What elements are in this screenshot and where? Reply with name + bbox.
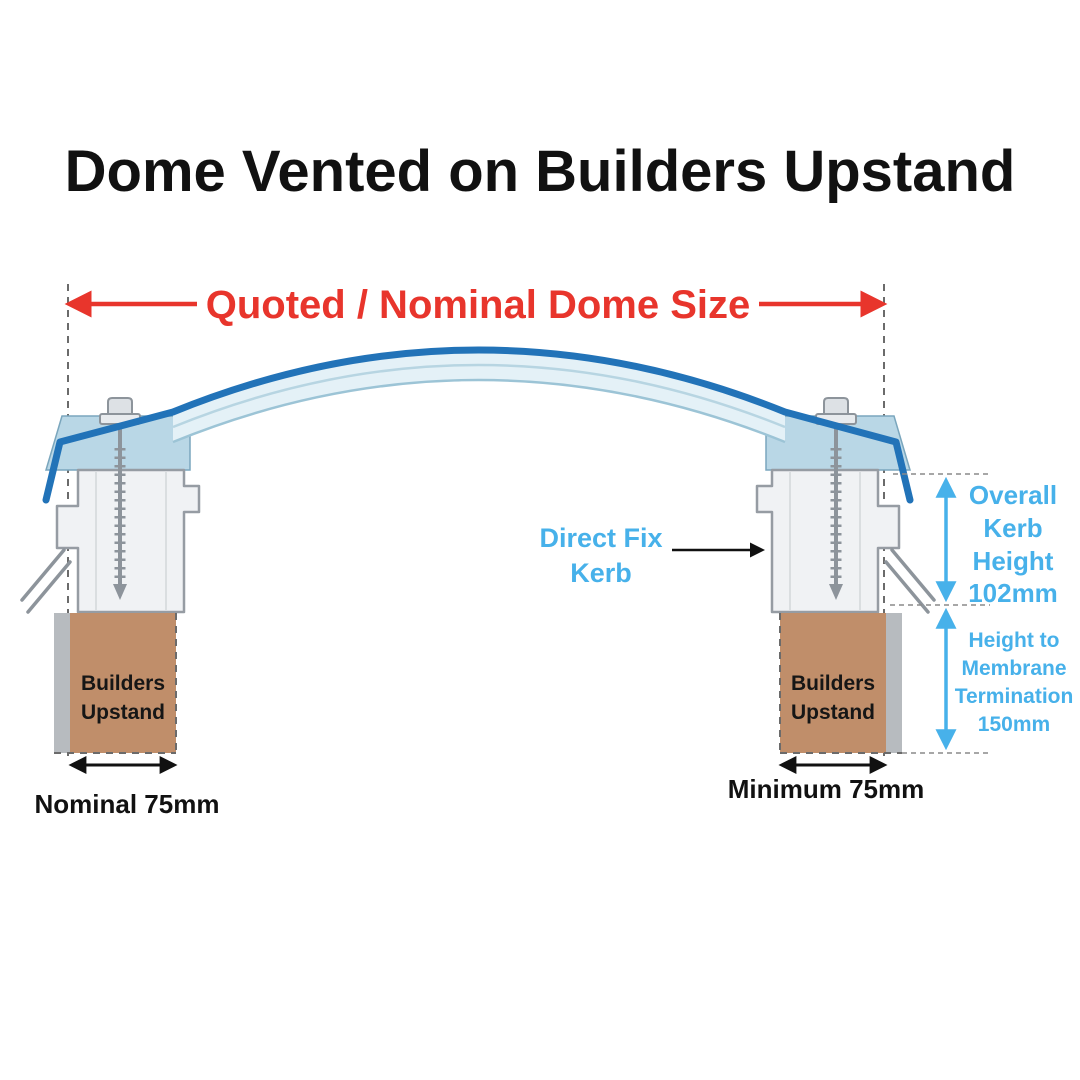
upstand-block-right: [780, 613, 886, 753]
dim-quoted-dome-size: Quoted / Nominal Dome Size: [64, 282, 888, 327]
membrane-termination-label-line: Termination: [955, 685, 1074, 708]
builders-upstand-right: Builders Upstand: [779, 613, 902, 754]
membrane-strip-left: [54, 613, 70, 753]
overall-kerb-height-label-line: Kerb: [983, 513, 1042, 543]
direct-fix-kerb-label-line-1: Direct Fix: [539, 523, 662, 553]
membrane-termination-label-line: Membrane: [961, 657, 1066, 680]
upstand-label-line: Builders: [81, 672, 165, 695]
dome-outline: [42, 346, 914, 504]
membrane-termination-label-line: 150mm: [978, 713, 1050, 736]
flashing-right: [884, 560, 930, 614]
membrane-strip-right: [886, 613, 902, 753]
page-title: Dome Vented on Builders Upstand: [64, 139, 1016, 204]
upstand-label-line: Upstand: [81, 701, 165, 724]
kerb-body-left: [55, 468, 201, 614]
flashing-right: [890, 548, 936, 602]
upstand-label-line: Upstand: [791, 701, 875, 724]
upstand-block-left: [70, 613, 176, 753]
quoted-dome-size-label: Quoted / Nominal Dome Size: [206, 283, 751, 327]
overall-kerb-height-label-line: Height: [973, 546, 1054, 576]
dome: [42, 346, 914, 504]
height-dimensions: Overall Kerb Height 102mm Height to Memb…: [890, 473, 1074, 754]
glazing-band: [173, 350, 785, 442]
flashing-left: [20, 548, 66, 602]
direct-fix-kerb-callout: Direct Fix Kerb: [539, 523, 765, 588]
direct-fix-kerb-label-line-2: Kerb: [570, 558, 632, 588]
kerb-body-right: [755, 468, 901, 614]
width-dimensions: Nominal 75mm Minimum 75mm: [35, 756, 925, 819]
builders-upstand-left: Builders Upstand: [54, 613, 177, 754]
glazing-layer-line: [172, 363, 786, 429]
nominal-width-label: Nominal 75mm: [35, 789, 220, 819]
overall-kerb-height-label-line: Overall: [969, 480, 1057, 510]
upstand-label-line: Builders: [791, 672, 875, 695]
membrane-termination-label-line: Height to: [969, 629, 1060, 652]
kerb-assembly-left: [20, 397, 201, 614]
minimum-width-label: Minimum 75mm: [728, 774, 925, 804]
flashing-left: [26, 560, 72, 614]
glazing-layer-line: [172, 378, 786, 444]
kerb-assembly-right: [755, 397, 936, 614]
quoted-dome-size-label-bg: [197, 282, 759, 326]
overall-kerb-height-label-line: 102mm: [968, 578, 1058, 608]
